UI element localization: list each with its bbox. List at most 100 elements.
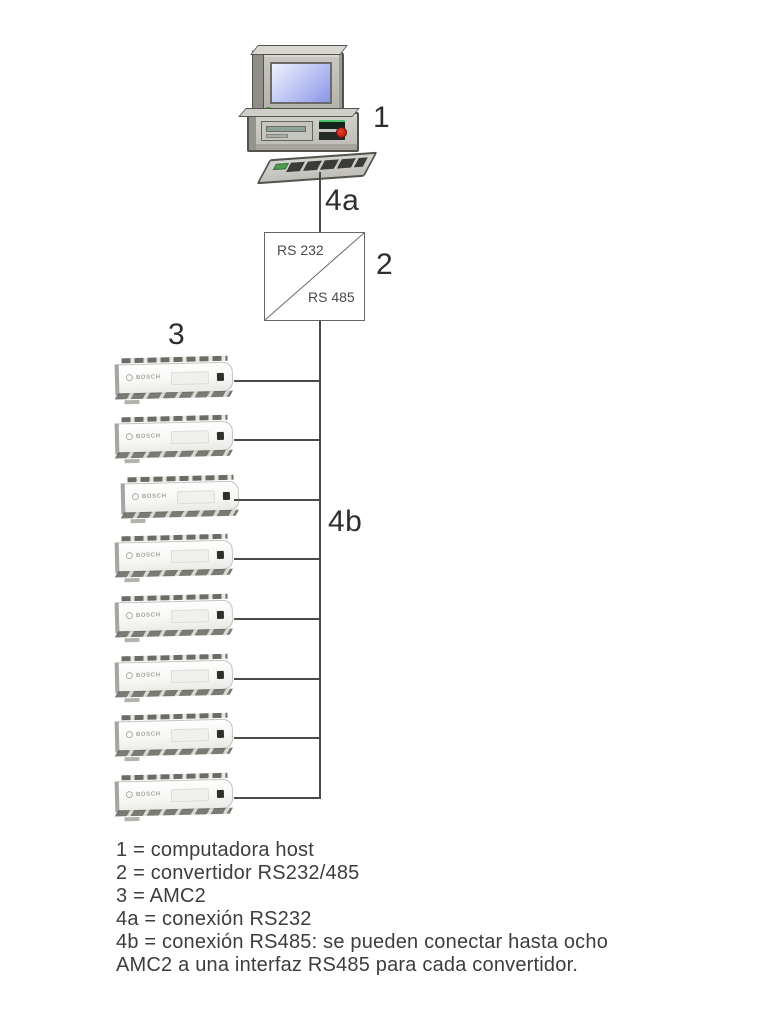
legend-line-3: 3 = AMC2 [116, 885, 206, 907]
converter-box: RS 232 RS 485 [264, 232, 365, 321]
amc2-device: BOSCH [120, 474, 243, 524]
keyboard-icon [256, 151, 378, 185]
device-body: BOSCH [117, 718, 234, 752]
label-connection-4b: 4b [328, 505, 363, 538]
bosch-logo-icon [125, 672, 134, 680]
device-label-window [170, 430, 210, 445]
rs485-connector-line [234, 797, 321, 799]
rs485-connector-line [234, 737, 321, 739]
amc2-row-6: BOSCH [114, 653, 321, 703]
device-body: BOSCH [117, 420, 234, 454]
rs485-connector-line [234, 439, 321, 441]
power-button-icon [336, 127, 347, 138]
device-body: BOSCH [117, 599, 234, 633]
bosch-logo: BOSCH [125, 373, 161, 382]
legend: 1 = computadora host 2 = convertidor RS2… [116, 839, 696, 977]
rs485-connector-line [234, 618, 321, 620]
bosch-logo-text: BOSCH [135, 790, 161, 798]
mounting-foot [124, 756, 140, 762]
bosch-logo-icon [125, 612, 134, 620]
amc2-device: BOSCH [114, 653, 237, 703]
bosch-logo-text: BOSCH [135, 551, 161, 559]
amc2-device: BOSCH [114, 593, 237, 643]
rs485-connector-line [234, 678, 321, 680]
floppy-eject-slot [266, 134, 288, 138]
bosch-logo: BOSCH [125, 432, 161, 441]
amc2-row-3: BOSCH [115, 474, 321, 524]
amc2-row-5: BOSCH [114, 593, 321, 643]
amc2-row-4: BOSCH [114, 533, 321, 583]
bosch-logo-icon [125, 374, 134, 382]
keyboard-keys [285, 157, 368, 173]
monitor-screen [270, 62, 332, 104]
mounting-foot [124, 458, 140, 464]
label-computer: 1 [373, 101, 391, 134]
device-button [216, 431, 225, 440]
bosch-logo-icon [125, 552, 134, 560]
bosch-logo: BOSCH [125, 730, 161, 739]
mounting-foot [124, 697, 140, 703]
label-connection-4a: 4a [325, 184, 360, 217]
rs485-connector-line [234, 558, 321, 560]
bosch-logo: BOSCH [125, 611, 161, 620]
rs232-label: RS 232 [277, 242, 324, 258]
mounting-foot [124, 399, 140, 405]
amc2-row-8: BOSCH [114, 772, 321, 822]
amc2-row-1: BOSCH [114, 355, 321, 405]
legend-line-5: 4b = conexión RS485: se pueden conectar … [116, 931, 609, 953]
amc2-device: BOSCH [114, 533, 237, 583]
device-body: BOSCH [117, 361, 234, 395]
rs485-connector-line [234, 380, 321, 382]
label-amc2-group: 3 [168, 318, 186, 351]
rs485-connector-line [234, 499, 321, 501]
device-body: BOSCH [123, 480, 240, 514]
mounting-foot [130, 518, 146, 524]
device-label-window [170, 788, 210, 803]
amc2-row-7: BOSCH [114, 712, 321, 762]
bosch-logo-text: BOSCH [135, 730, 161, 738]
amc2-device: BOSCH [114, 414, 237, 464]
rs232-connection-line [319, 172, 321, 232]
bosch-logo: BOSCH [131, 492, 167, 501]
legend-line-1: 1 = computadora host [116, 839, 315, 861]
device-label-window [170, 371, 210, 386]
bosch-logo: BOSCH [125, 551, 161, 560]
device-button [216, 372, 225, 381]
device-body: BOSCH [117, 778, 234, 812]
bosch-logo-text: BOSCH [135, 611, 161, 619]
device-body: BOSCH [117, 659, 234, 693]
monitor-icon [258, 52, 344, 116]
label-converter: 2 [376, 248, 394, 281]
bosch-logo-text: BOSCH [135, 432, 161, 440]
case-display [319, 120, 345, 129]
host-computer-icon [245, 42, 378, 185]
bosch-logo: BOSCH [125, 671, 161, 680]
legend-line-6: AMC2 a una interfaz RS485 para cada conv… [116, 954, 579, 976]
bosch-logo-icon [131, 493, 140, 501]
amc2-device: BOSCH [114, 712, 237, 762]
rs485-bus-line [319, 321, 321, 799]
device-button [216, 729, 225, 738]
device-label-window [170, 728, 210, 743]
amc2-device: BOSCH [114, 772, 237, 822]
bosch-logo-icon [125, 433, 134, 441]
converter-diagonal-line [265, 233, 364, 320]
device-button [216, 789, 225, 798]
device-button [216, 610, 225, 619]
bosch-logo-icon [125, 731, 134, 739]
device-body: BOSCH [117, 539, 234, 573]
mounting-foot [124, 577, 140, 583]
device-label-window [170, 549, 210, 564]
computer-case-icon [247, 112, 359, 152]
bosch-logo: BOSCH [125, 790, 161, 799]
device-button [216, 670, 225, 679]
amc2-row-2: BOSCH [114, 414, 321, 464]
legend-line-2: 2 = convertidor RS232/485 [116, 862, 360, 884]
case-vent [319, 132, 345, 140]
mounting-foot [124, 637, 140, 643]
bosch-logo-text: BOSCH [135, 671, 161, 679]
bosch-logo-text: BOSCH [141, 492, 167, 500]
legend-line-4: 4a = conexión RS232 [116, 908, 312, 930]
rs485-label: RS 485 [308, 289, 355, 305]
